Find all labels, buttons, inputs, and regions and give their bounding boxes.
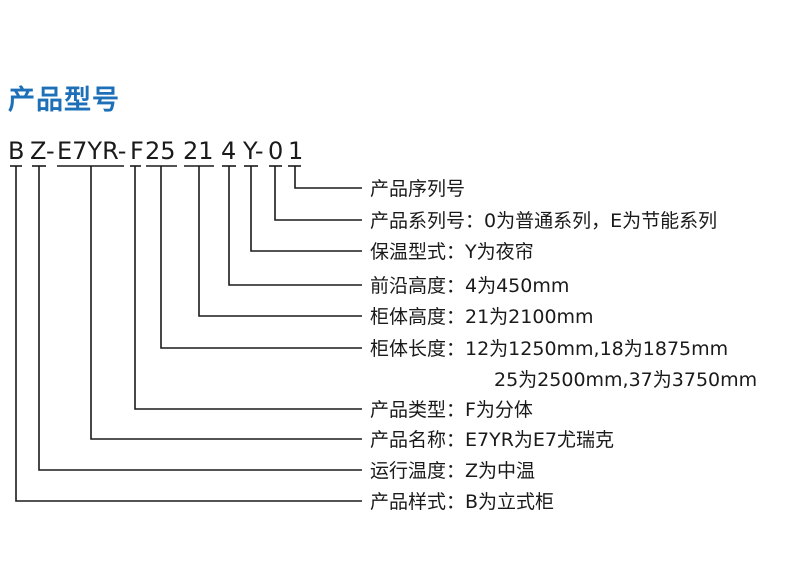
connector-insulation (250, 166, 362, 252)
code-line: B Z- E7YR- F 25 21 4 Y- 0 1 (8, 137, 303, 165)
desc-serial-no: 产品序列号 (370, 178, 465, 200)
code-segment-temperature: Z- (30, 137, 55, 165)
page-title: 产品型号 (8, 85, 120, 116)
desc-length: 柜体长度：12为1250mm,18为1875mm (370, 338, 728, 360)
connector-lines (15, 166, 362, 502)
desc-product-name: 产品名称：E7YR为E7尤瑞克 (370, 429, 614, 451)
connector-type (134, 166, 362, 410)
code-segment-series-no: 0 (268, 137, 283, 165)
connector-series-no (274, 166, 362, 221)
code-segment-type: F (130, 137, 144, 165)
desc-insulation: 保温型式：Y为夜帘 (370, 241, 534, 263)
desc-series-no: 产品系列号：0为普通系列，E为节能系列 (370, 210, 717, 232)
code-segment-height: 21 (183, 137, 214, 165)
connector-length (160, 166, 362, 349)
code-segment-series-letter: B (8, 137, 24, 165)
desc-height: 柜体高度：21为2100mm (370, 306, 594, 328)
connector-temperature (38, 166, 362, 471)
connector-series-letter (15, 166, 362, 502)
code-segment-front-height: 4 (221, 137, 236, 165)
code-segment-serial-no: 1 (288, 137, 303, 165)
desc-temperature: 运行温度：Z为中温 (370, 460, 535, 482)
code-segment-length: 25 (145, 137, 176, 165)
connector-height (198, 166, 362, 317)
desc-style: 产品样式：B为立式柜 (370, 491, 554, 513)
code-segment-insulation: Y- (242, 137, 263, 165)
desc-front-height: 前沿高度：4为450mm (370, 275, 569, 297)
code-segment-product-name: E7YR- (57, 137, 126, 165)
connector-front-height (228, 166, 362, 286)
desc-length-continued: 25为2500mm,37为3750mm (494, 369, 757, 391)
connector-product-name (90, 166, 362, 440)
connector-serial-no (294, 166, 362, 189)
desc-type: 产品类型：F为分体 (370, 399, 533, 421)
description-list: 产品序列号 产品系列号：0为普通系列，E为节能系列 保温型式：Y为夜帘 前沿高度… (370, 178, 757, 513)
